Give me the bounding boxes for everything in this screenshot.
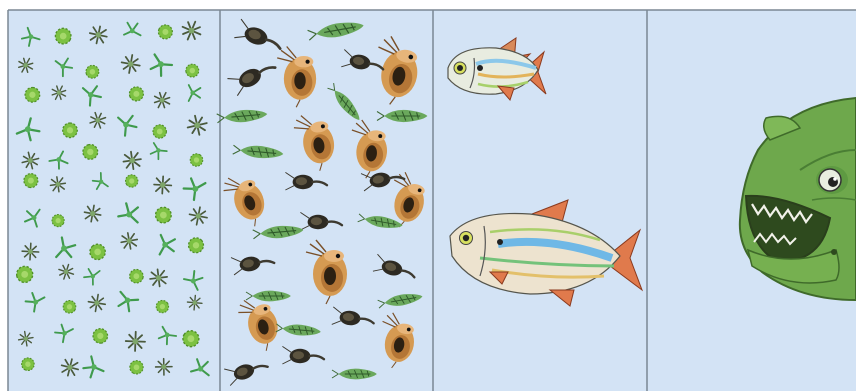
dark-diatom-star	[154, 176, 172, 194]
